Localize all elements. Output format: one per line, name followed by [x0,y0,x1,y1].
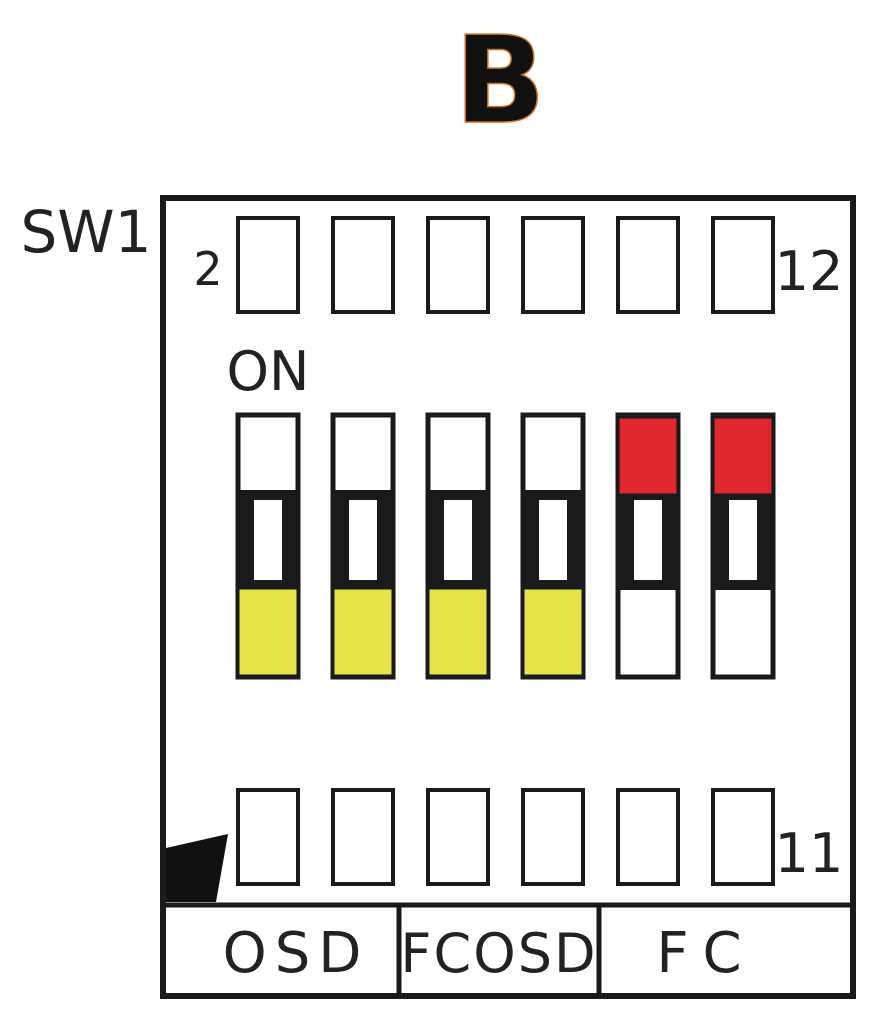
dip-switch-5[interactable] [615,412,681,680]
switch-actuator-4[interactable] [521,586,585,678]
group-label-fc: FC [656,921,755,986]
switch-actuator-1[interactable] [236,586,300,678]
top-pin-3 [426,216,490,314]
top-pin-5 [616,216,680,314]
top-pin-1 [236,216,300,314]
top-pin-row [236,216,775,314]
top-pin-2 [331,216,395,314]
bottom-pin-1 [236,788,300,886]
switch-window [729,500,757,580]
switch-window [349,500,377,580]
switch-window [539,500,567,580]
top-pin-4 [521,216,585,314]
top-pin-6 [711,216,775,314]
pin-label-top-left: 2 [193,242,222,296]
bottom-pin-3 [426,788,490,886]
bottom-pin-6 [711,788,775,886]
group-label-osd: OSD [223,921,370,986]
bottom-pin-2 [331,788,395,886]
switch-actuator-5[interactable] [616,415,680,497]
group-label-fcosd: FCOSD [400,922,597,985]
dip-switch-6[interactable] [710,412,776,680]
dip-switch-4[interactable] [520,412,586,680]
switch-window [254,500,282,580]
pin-label-top-right: 12 [775,240,844,303]
dip-switch-1[interactable] [235,412,301,680]
switch-body-outline [160,195,856,999]
dip-switch-2[interactable] [330,412,396,680]
dip-switch-3[interactable] [425,412,491,680]
switch-window [444,500,472,580]
bottom-pin-4 [521,788,585,886]
switch-actuator-2[interactable] [331,586,395,678]
bottom-pin-5 [616,788,680,886]
on-label: ON [227,340,310,403]
switch-actuator-3[interactable] [426,586,490,678]
component-designator: SW1 [20,198,151,266]
switch-actuator-6[interactable] [711,415,775,497]
switch-row [235,412,776,680]
pin-one-marker-icon [166,834,228,902]
switch-window [634,500,662,580]
panel-title: B [454,12,545,151]
pin-label-bottom-right: 11 [775,822,844,885]
bottom-pin-row [236,788,775,886]
